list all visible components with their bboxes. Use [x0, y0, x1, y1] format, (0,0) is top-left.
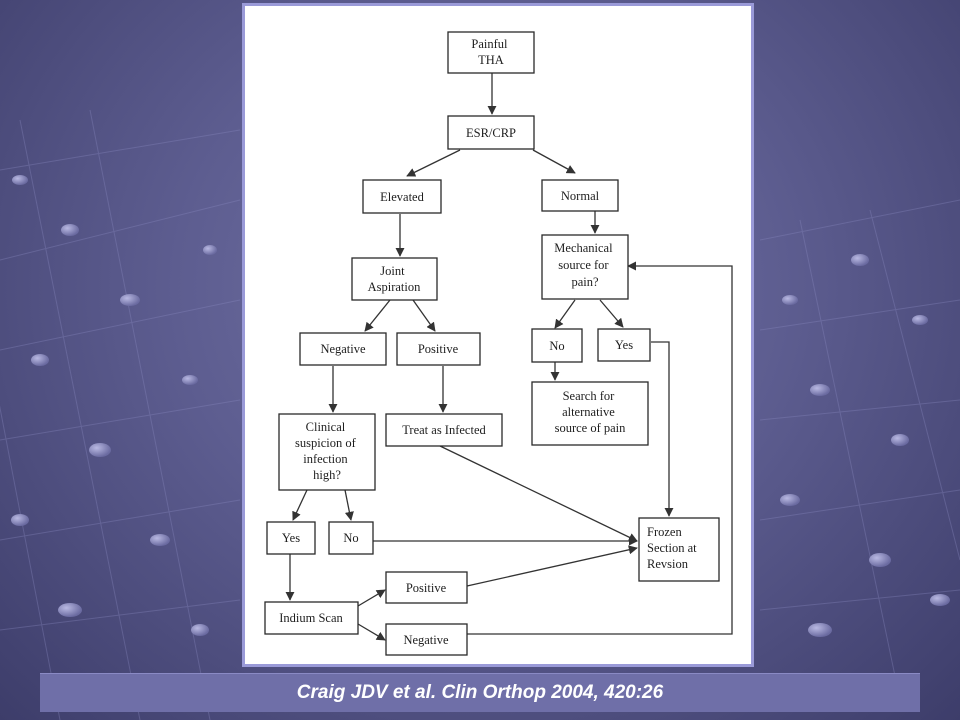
node-frozen-section: Frozen Section at Revsion	[638, 517, 720, 582]
node-label: No	[549, 339, 564, 353]
flowchart-diagram: Painful THA ESR/CRP Elevated Normal Join…	[264, 31, 733, 656]
node-label: Positive	[406, 581, 447, 595]
node-painful-tha: Painful THA	[447, 31, 535, 74]
node-mechanical-no: No	[531, 328, 583, 363]
flowchart-edges	[285, 73, 733, 641]
node-label: Yes	[615, 338, 633, 352]
node-mechanical-yes: Yes	[597, 328, 651, 362]
node-scan-positive: Positive	[385, 571, 468, 604]
edge-mechanical-to-yes	[599, 299, 624, 328]
node-label: Joint Aspiration	[368, 264, 422, 294]
edge-indium-to-negative	[357, 623, 386, 641]
edge-treat-to-frozen	[439, 445, 638, 542]
node-label: Search for alternative source of pain	[555, 389, 627, 435]
node-esr-crp: ESR/CRP	[447, 115, 535, 150]
node-label: No	[343, 531, 358, 545]
node-mechanical-source: Mechanical source for pain?	[541, 234, 629, 300]
node-elevated: Elevated	[362, 179, 442, 214]
node-treat-infected: Treat as Infected	[385, 413, 503, 447]
node-clinical-suspicion: Clinical suspicion of infection high?	[278, 413, 376, 491]
node-suspicion-no: No	[328, 521, 374, 555]
node-label: Negative	[320, 342, 366, 356]
edge-esr-to-normal	[532, 149, 576, 174]
edge-positive-to-frozen	[466, 545, 638, 587]
caption-bar: Craig JDV et al. Clin Orthop 2004, 420:2…	[40, 673, 920, 712]
edge-mechanical-to-no	[554, 299, 576, 329]
edge-esr-to-elevated	[406, 149, 461, 177]
node-normal: Normal	[541, 179, 619, 212]
node-label: Frozen Section at Revsion	[647, 525, 700, 571]
node-label: Elevated	[380, 190, 424, 204]
edge-yes-to-frozen	[651, 341, 674, 517]
edge-aspiration-to-positive	[412, 299, 436, 332]
node-positive-aspiration: Positive	[396, 332, 481, 366]
node-search-alternative: Search for alternative source of pain	[531, 381, 649, 446]
edge-indium-to-positive	[357, 589, 386, 607]
node-label: ESR/CRP	[466, 126, 516, 140]
node-negative-aspiration: Negative	[299, 332, 387, 366]
node-indium-scan: Indium Scan	[264, 601, 359, 635]
edge-suspicion-to-yes	[292, 489, 308, 521]
flowchart-panel: Painful THA ESR/CRP Elevated Normal Join…	[242, 3, 754, 667]
node-label: Positive	[418, 342, 459, 356]
edge-aspiration-to-negative	[364, 299, 391, 332]
node-joint-aspiration: Joint Aspiration	[351, 257, 438, 301]
node-label: Normal	[561, 189, 600, 203]
edge-negative-to-mechanical	[467, 261, 733, 635]
node-label: Mechanical source for pain?	[554, 241, 615, 289]
node-label: Indium Scan	[279, 611, 343, 625]
node-label: Negative	[403, 633, 449, 647]
node-label: Treat as Infected	[402, 423, 486, 437]
node-scan-negative: Negative	[385, 623, 468, 656]
citation-caption: Craig JDV et al. Clin Orthop 2004, 420:2…	[296, 682, 664, 703]
edge-suspicion-to-no	[344, 489, 354, 521]
node-label: Yes	[282, 531, 300, 545]
node-label: Painful THA	[471, 37, 510, 67]
node-suspicion-yes: Yes	[266, 521, 316, 555]
node-label: Clinical suspicion of infection high?	[295, 420, 359, 482]
